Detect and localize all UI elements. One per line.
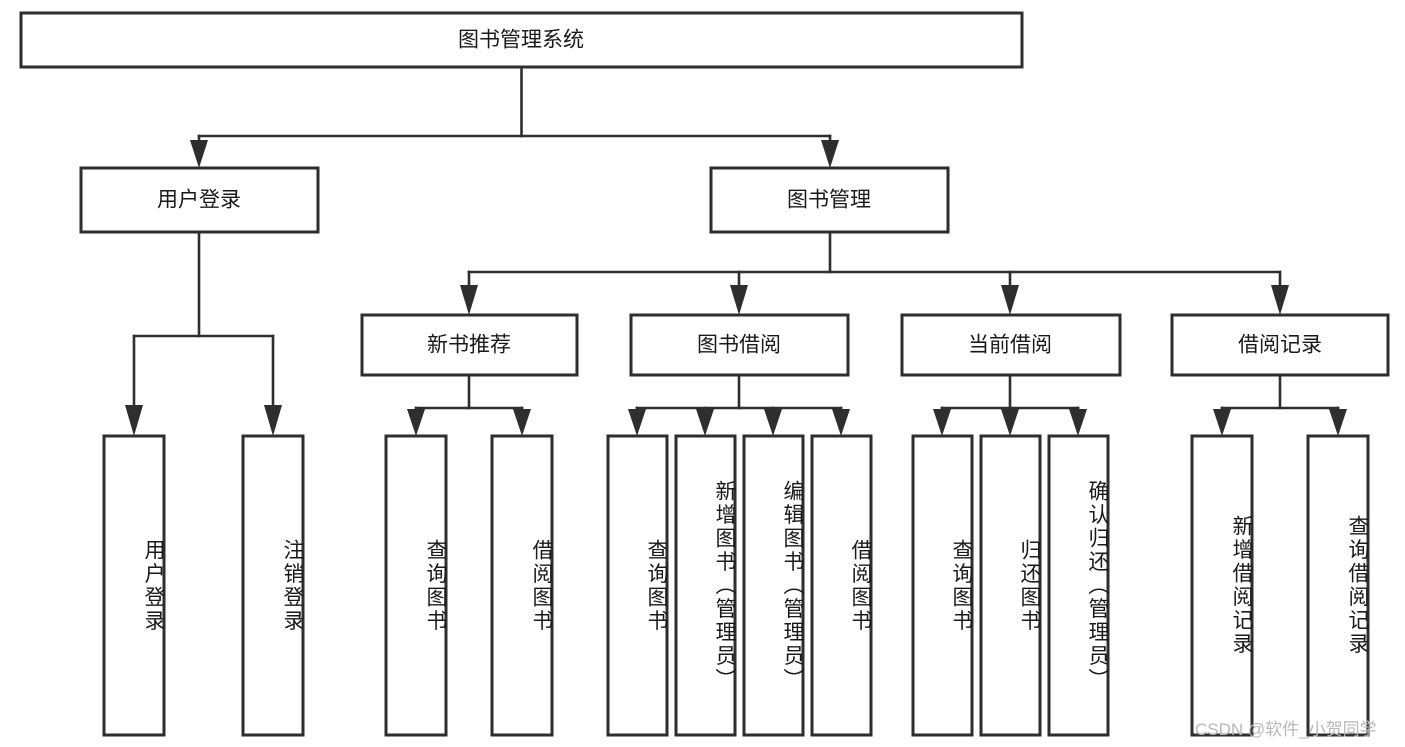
- node-current-borrow-label: 当前借阅: [968, 334, 1052, 357]
- arrow-to-leaf-rec-query: [407, 409, 425, 436]
- arrow-to-leaf-cur-confirm: [1069, 409, 1087, 436]
- leaf-box-borrow-query[interactable]: [606, 434, 669, 737]
- node-user-login-box[interactable]: [79, 166, 320, 234]
- arrow-to-book-borrow: [730, 285, 748, 315]
- arrow-to-leaf-user-login: [125, 405, 143, 436]
- arrow-to-leaf-rec-find: [1329, 409, 1347, 436]
- arrow-to-leaf-rec-add: [1213, 409, 1231, 436]
- arrow-to-leaf-borrow-lend: [832, 409, 850, 436]
- leaf-box-user-logout[interactable]: [241, 434, 305, 737]
- leaf-box-rec-borrow[interactable]: [490, 434, 554, 737]
- leaf-box-rec-find[interactable]: [1306, 434, 1370, 737]
- arrow-to-leaf-cur-query: [933, 409, 951, 436]
- arrow-to-leaf-borrow-add: [696, 409, 714, 436]
- leaf-box-borrow-lend[interactable]: [810, 434, 873, 737]
- node-book-manage-label: 图书管理: [787, 189, 871, 212]
- arrow-to-leaf-borrow-edit: [764, 409, 782, 436]
- node-current-borrow-box[interactable]: [900, 313, 1122, 377]
- node-book-borrow-box[interactable]: [629, 313, 850, 377]
- arrow-to-leaf-rec-borrow: [513, 409, 531, 436]
- node-book-borrow-label: 图书借阅: [697, 334, 781, 357]
- arrow-to-book-manage: [821, 140, 839, 168]
- leaf-box-cur-return[interactable]: [979, 434, 1042, 737]
- csdn-watermark: CSDN @软件_小贺同学: [1195, 720, 1377, 739]
- leaf-box-borrow-add[interactable]: [674, 434, 737, 737]
- leaf-box-cur-query[interactable]: [911, 434, 974, 737]
- node-user-login-label: 用户登录: [157, 189, 241, 212]
- leaf-box-rec-add[interactable]: [1190, 434, 1254, 737]
- edges-layer: [125, 65, 1347, 436]
- leaf-box-user-login[interactable]: [102, 434, 166, 737]
- nodes-layer: 图书管理系统 用户登录 图书管理 新书推荐 图书借阅 当前借阅 借阅记录: [19, 11, 1390, 737]
- node-borrow-record-label: 借阅记录: [1238, 334, 1322, 357]
- leaf-box-cur-confirm[interactable]: [1047, 434, 1110, 737]
- node-book-manage-box[interactable]: [709, 166, 950, 234]
- arrow-to-leaf-borrow-query: [628, 409, 646, 436]
- node-borrow-record-box[interactable]: [1170, 313, 1390, 377]
- node-root-box[interactable]: [19, 11, 1024, 69]
- node-new-book-rec-box[interactable]: [360, 313, 579, 377]
- arrow-to-borrow-record: [1271, 285, 1289, 315]
- leaf-box-rec-query[interactable]: [384, 434, 448, 737]
- leaf-box-borrow-edit[interactable]: [742, 434, 805, 737]
- node-new-book-rec-label: 新书推荐: [427, 334, 511, 357]
- arrow-to-user-login: [190, 140, 208, 168]
- arrow-to-leaf-cur-return: [1001, 409, 1019, 436]
- arrow-to-current-borrow: [1001, 285, 1019, 315]
- arrow-to-new-book-rec: [460, 285, 478, 315]
- node-root-label: 图书管理系统: [458, 29, 584, 52]
- arrow-to-leaf-user-logout: [264, 405, 282, 436]
